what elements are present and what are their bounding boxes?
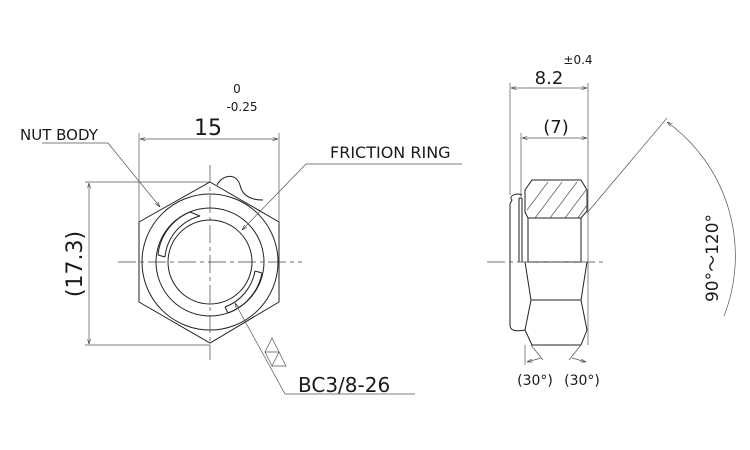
friction-ring-leader [242,163,462,230]
slot-left [157,211,201,258]
nut-body-leader [42,142,160,207]
chamfer-line [568,344,582,361]
width-tol-lower: -0.25 [226,100,257,114]
width-dim: 15 [194,116,222,141]
surface-finish-symbol [264,337,287,367]
hex-outline [138,181,280,344]
slot-right [224,270,263,314]
body-dim: (7) [543,117,569,138]
length-tol: ±0.4 [563,53,592,67]
chamfer-line [530,344,544,361]
flange [509,193,526,332]
chamfer-left: (30°) [517,373,553,389]
part-code-leader [235,303,415,395]
chamfer-arrow [571,357,586,362]
friction-ring-label: FRICTION RING [330,143,451,162]
front-view: 15 0 -0.25 (17.3) NUT BODY FRICTION RING… [20,82,462,397]
hex-lower [524,261,588,346]
nut-body-label: NUT BODY [20,126,99,144]
hatching [526,181,588,219]
length-dim: 8.2 [535,68,564,89]
width-tol-upper: 0 [233,82,241,96]
bore-section [527,217,582,263]
nut-body-section [524,179,588,219]
chamfer-right: (30°) [564,373,600,389]
ring-tab [216,175,264,201]
angle-arc [667,122,736,317]
height-dim: (17.3) [63,231,88,297]
chamfer-arrow [527,357,542,362]
angle-dim: 90°～120° [703,214,723,302]
angle-extension [586,117,668,214]
side-view: 8.2 ±0.4 (7) 90°～120° (30°) (30°) [487,53,736,389]
part-code-label: BC3/8-26 [298,373,390,397]
